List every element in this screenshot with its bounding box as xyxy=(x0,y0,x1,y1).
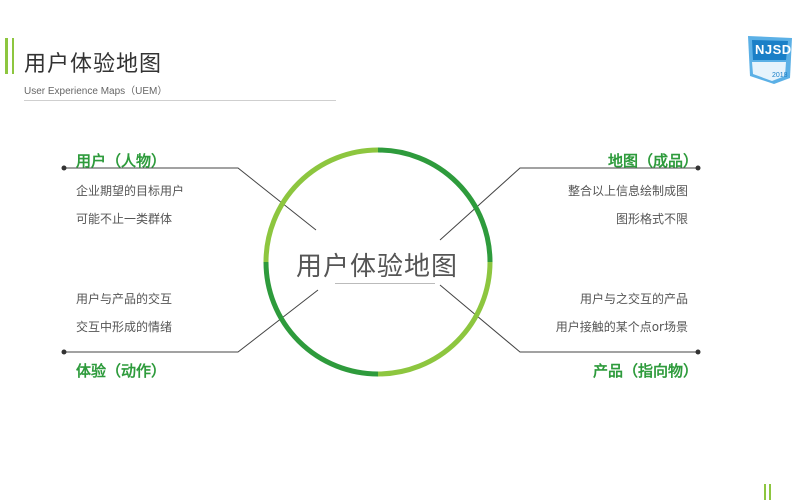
quadrant-line: 可能不止一类群体 xyxy=(76,212,173,226)
quadrant-line: 用户与之交互的产品 xyxy=(579,292,688,306)
njsd-logo xyxy=(748,36,792,84)
page-title: 用户体验地图 xyxy=(24,52,163,77)
ring-arc-top-right xyxy=(377,147,493,263)
quadrant-line: 用户与产品的交互 xyxy=(76,292,173,306)
ring-arc-bottom-left xyxy=(263,261,379,377)
ring-arc-top-left xyxy=(263,147,379,263)
connector-top-right xyxy=(439,167,698,241)
quadrant-title-user: 用户（人物） xyxy=(76,152,167,170)
quadrant-line: 整合以上信息绘制成图 xyxy=(567,184,688,198)
connector-dot-bottom-right xyxy=(695,349,701,355)
connector-bottom-right xyxy=(439,284,698,353)
footer-accent-bar xyxy=(769,484,771,500)
connector-top-left xyxy=(64,167,317,231)
quadrant-line: 用户接触的某个点or场景 xyxy=(555,320,688,334)
quadrant-title-experience: 体验（动作） xyxy=(76,362,167,380)
connector-dot-top-left xyxy=(61,165,67,171)
header-divider xyxy=(24,100,336,101)
ring-arc-bottom-right xyxy=(377,261,493,377)
logo-text: NJSD xyxy=(755,42,792,57)
quadrant-title-map: 地图（成品） xyxy=(607,152,698,170)
quadrant-title-product: 产品（指向物） xyxy=(592,362,698,380)
center-underline xyxy=(335,283,435,284)
quadrant-line: 交互中形成的情绪 xyxy=(76,320,173,334)
title-accent-bar xyxy=(5,38,8,74)
connector-bottom-left xyxy=(64,289,319,353)
title-accent-bar-thin xyxy=(12,38,14,74)
connector-dot-top-right xyxy=(695,165,701,171)
footer-accent-bar xyxy=(764,484,766,500)
connector-dot-bottom-left xyxy=(61,349,67,355)
quadrant-line: 企业期望的目标用户 xyxy=(76,184,185,198)
page-subtitle: User Experience Maps（UEM） xyxy=(24,86,168,97)
logo-year: 2018 xyxy=(772,72,788,79)
quadrant-line: 图形格式不限 xyxy=(615,212,688,226)
center-label: 用户体验地图 xyxy=(296,252,459,282)
